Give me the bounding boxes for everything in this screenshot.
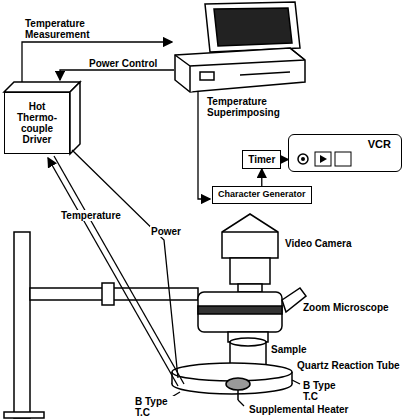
node-text: VCR (289, 138, 391, 150)
part-label: B Type T.C (134, 396, 176, 418)
node-text: Timer (248, 154, 275, 165)
signal-arrow (281, 159, 288, 160)
part-label: Temperature Measurement (24, 18, 96, 40)
part-label: Temperature Superimposing (206, 96, 288, 118)
node-text: Character Generator (218, 190, 306, 200)
signal-arrow (261, 169, 262, 186)
part-label: Video Camera (284, 238, 353, 249)
part-label: Zoom Microscope (302, 302, 390, 313)
vcr-box: VCR (288, 134, 402, 172)
part-label: Power (150, 226, 182, 237)
part-label: Supplemental Heater (248, 404, 349, 415)
part-label: Quartz Reaction Tube (296, 360, 401, 371)
vcr-buttons (295, 149, 355, 169)
part-label: Sample (270, 344, 308, 355)
part-label: B Type T.C (302, 380, 344, 402)
generator-box: Character Generator (212, 186, 312, 204)
timer-box: Timer (242, 150, 281, 169)
driver-box: Hot Thermo-couple Driver (4, 92, 70, 154)
part-label: Temperature (60, 210, 122, 221)
node-text: Hot Thermo-couple Driver (8, 101, 66, 145)
part-label: Power Control (88, 58, 158, 69)
